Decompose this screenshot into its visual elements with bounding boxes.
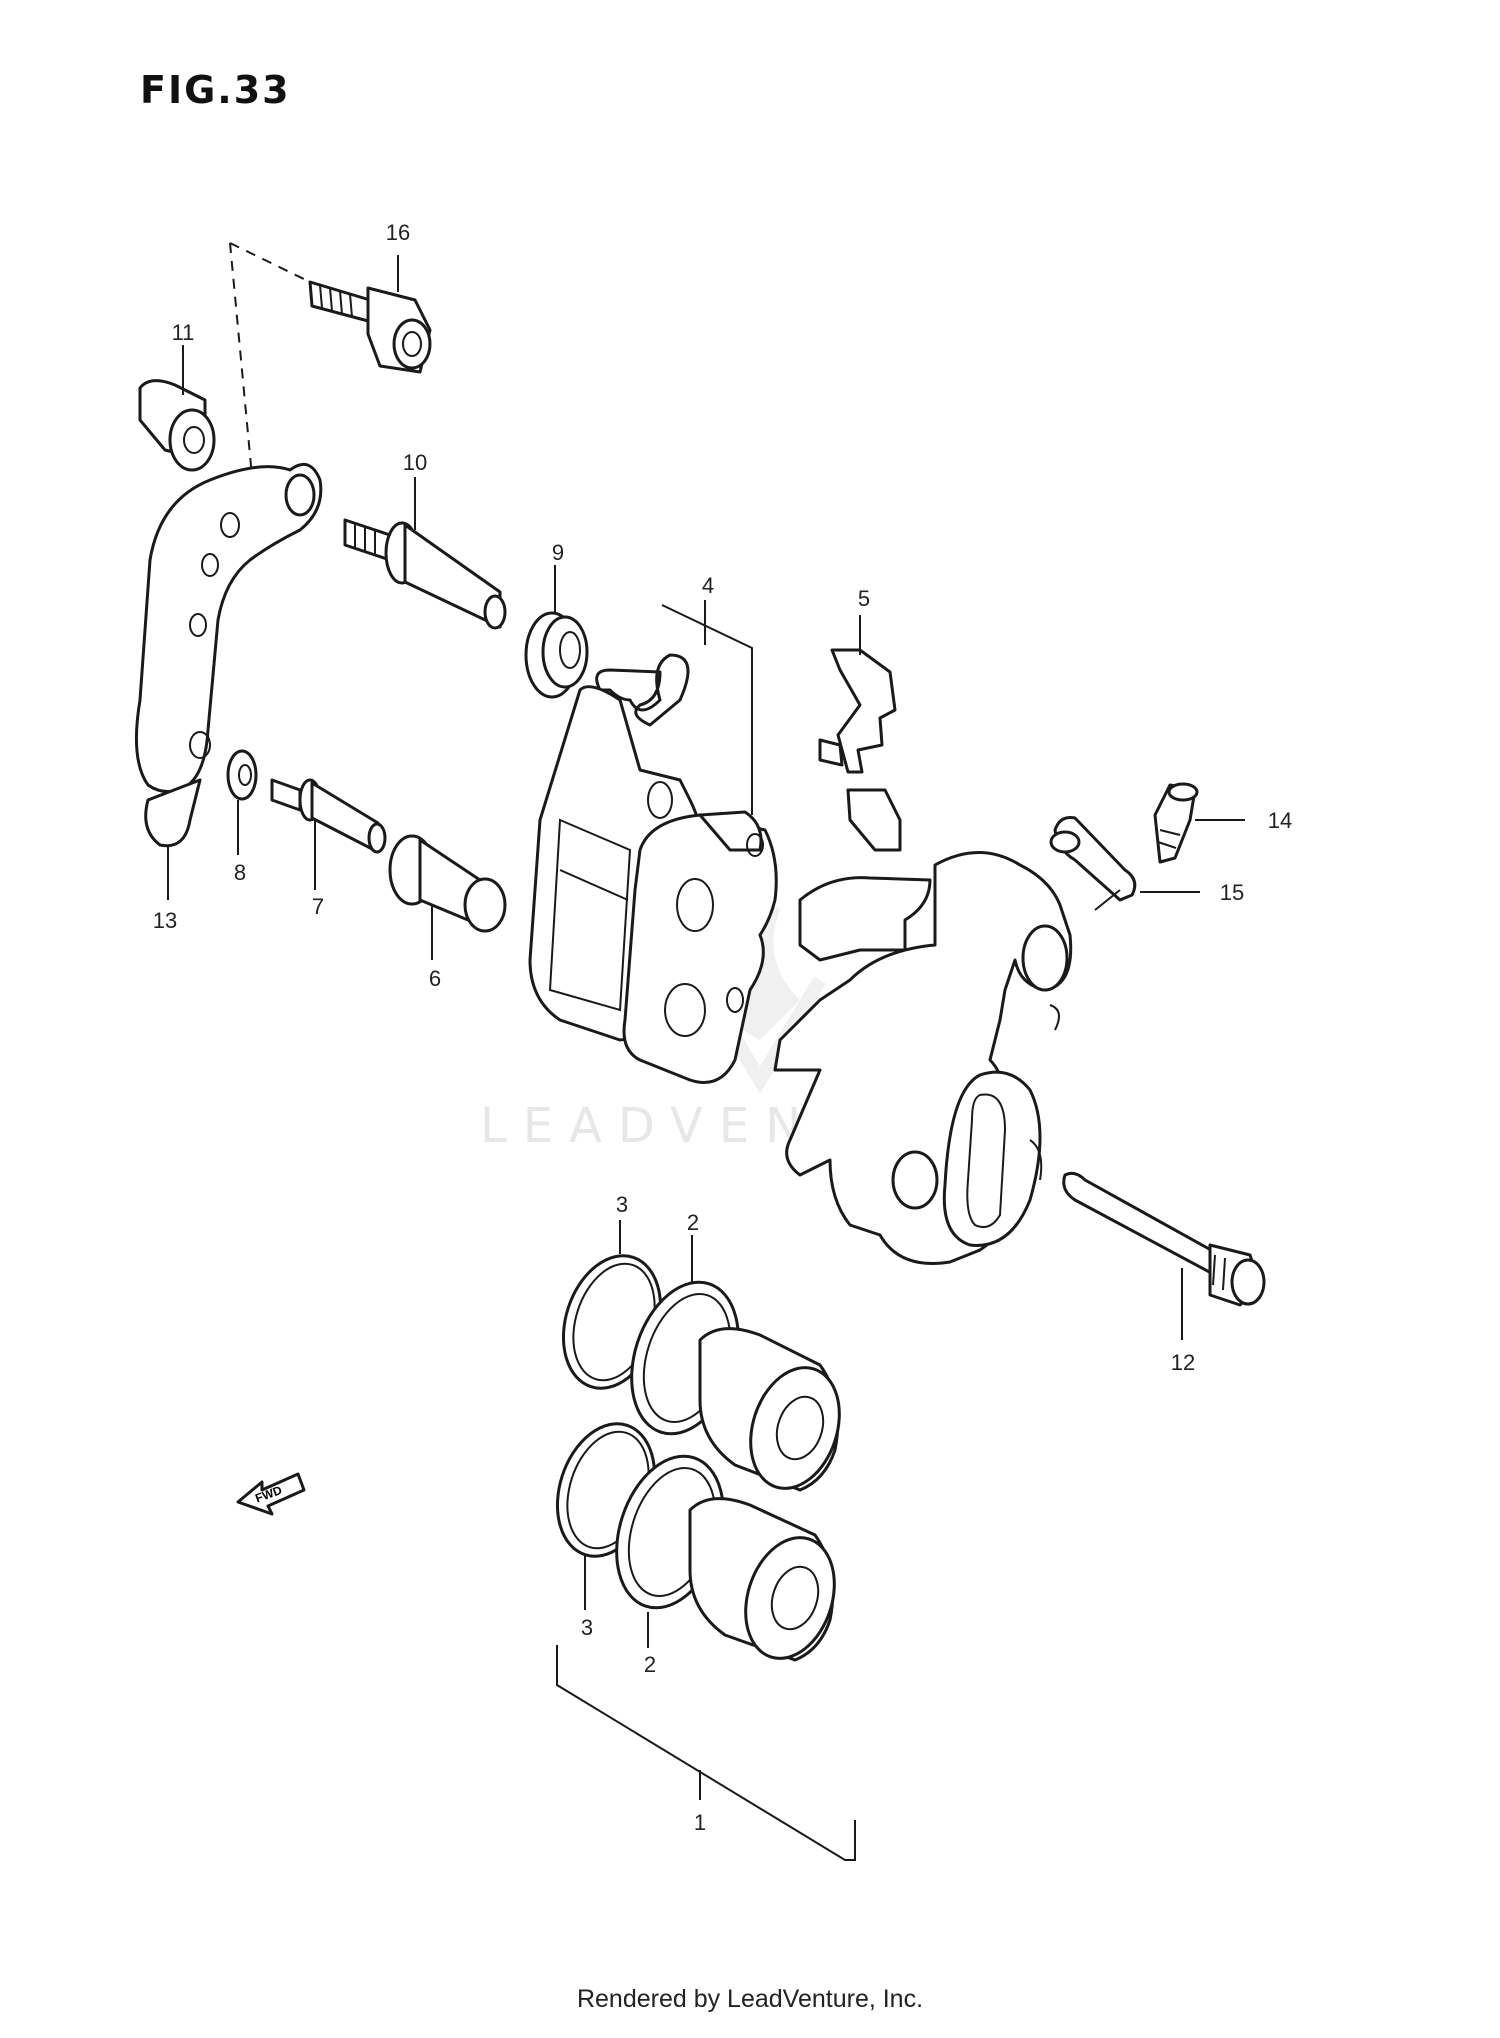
callout-13: 13 [153,908,177,933]
callout-3-lower: 3 [581,1615,593,1640]
part-9-boot [524,565,589,699]
part-15-cap [1049,816,1200,902]
callout-5: 5 [858,586,870,611]
callout-3-upper: 3 [616,1192,628,1217]
part-7-pin [270,778,387,890]
part-8-washer [226,749,258,855]
callout-2-lower: 2 [644,1652,656,1677]
piston-upper [698,1327,841,1492]
callout-8: 8 [234,860,246,885]
callout-labels: 16 11 10 9 4 5 14 15 8 7 13 6 3 2 12 3 2… [153,220,1292,1835]
callout-4: 4 [702,573,714,598]
part-4-brake-pads [528,600,778,1084]
callout-11: 11 [172,320,195,345]
callout-6: 6 [429,966,441,991]
part-1-assembly-bracket [556,1645,856,1861]
piston-lower [688,1497,836,1662]
callout-2-upper: 2 [687,1210,699,1235]
callout-15: 15 [1220,880,1244,905]
callout-12: 12 [1171,1350,1195,1375]
caliper-body [773,851,1121,1265]
part-5-spring-clip [818,615,902,852]
part-13-bracket [134,242,323,900]
part-16-bolt [229,242,432,374]
part-14-bleeder [1153,782,1245,864]
callout-1: 1 [694,1810,706,1835]
callout-9: 9 [552,540,564,565]
footer-credit: Rendered by LeadVenture, Inc. [576,1985,924,2013]
part-10-pin [343,477,507,630]
part-11-sleeve [138,345,216,472]
callout-14: 14 [1268,808,1292,833]
callout-10: 10 [403,450,427,475]
figure-title: FIG.33 [140,68,291,112]
part-6-boot [388,834,507,960]
part-12-bolt [1062,1171,1266,1340]
callout-7: 7 [312,894,324,919]
callout-16: 16 [386,220,410,245]
forward-direction-marker: FWD [236,1472,306,1516]
